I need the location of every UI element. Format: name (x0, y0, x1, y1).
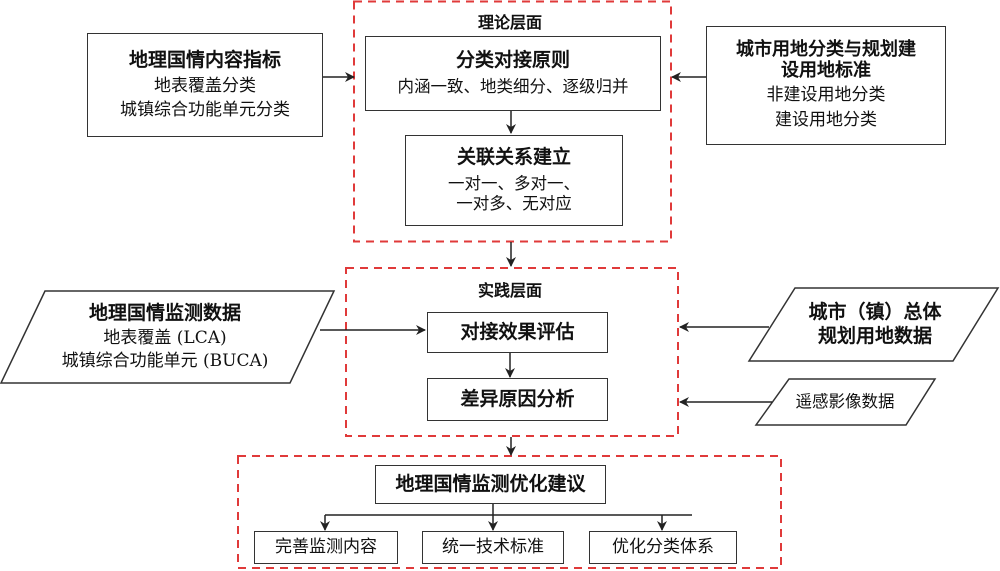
suggestion-item-box: 优化分类体系 (589, 531, 737, 564)
left-source-item: 城镇综合功能单元分类 (120, 99, 290, 120)
principle-detail: 内涵一致、地类细分、逐级归并 (397, 77, 629, 97)
analysis-box: 差异原因分析 (427, 378, 608, 421)
classification-principle-box: 分类对接原则 内涵一致、地类细分、逐级归并 (365, 36, 661, 111)
remote-sensing-shape (754, 378, 937, 426)
suggestion-layer-frame (237, 455, 782, 569)
relation-detail-line2: 一对多、无对应 (456, 194, 572, 214)
relation-title: 关联关系建立 (456, 146, 571, 168)
suggestion-title: 地理国情监测优化建议 (395, 472, 586, 495)
right-source-box: 城市用地分类与规划建 设用地标准 非建设用地分类 建设用地分类 (706, 26, 946, 145)
suggestion-item-box: 统一技术标准 (422, 531, 564, 564)
practice-layer-label: 实践层面 (477, 281, 542, 300)
monitoring-data-item: 地表覆盖 (LCA) (103, 327, 227, 348)
left-source-title: 地理国情内容指标 (128, 48, 281, 71)
relation-detail-line1: 一对一、多对一、 (448, 173, 580, 193)
monitoring-data-title: 地理国情监测数据 (88, 301, 241, 324)
right-source-item: 非建设用地分类 (766, 85, 886, 106)
theory-layer-frame (353, 0, 672, 243)
relation-establishment-box: 关联关系建立 一对一、多对一、 一对多、无对应 (405, 135, 623, 226)
evaluation-label: 对接效果评估 (460, 320, 575, 343)
suggestion-item-label: 优化分类体系 (612, 536, 714, 557)
right-source-item: 建设用地分类 (775, 109, 877, 130)
suggestion-title-box: 地理国情监测优化建议 (375, 465, 606, 504)
suggestion-item-label: 完善监测内容 (275, 536, 377, 557)
theory-layer-label: 理论层面 (477, 13, 542, 32)
analysis-label: 差异原因分析 (460, 387, 575, 410)
monitoring-data-item: 城镇综合功能单元 (BUCA) (61, 350, 269, 371)
monitoring-data: 地理国情监测数据 地表覆盖 (LCA) 城镇综合功能单元 (BUCA) (20, 293, 310, 381)
suggestion-item-label: 统一技术标准 (442, 536, 544, 557)
practice-layer-frame (345, 267, 679, 437)
left-source-item: 地表覆盖分类 (154, 75, 256, 96)
planning-data-shape (747, 287, 1000, 362)
planning-data-line1: 城市（镇）总体 (808, 301, 942, 324)
monitoring-data-shape (0, 290, 336, 384)
right-source-title-line2: 设用地标准 (781, 59, 871, 81)
planning-data-line2: 规划用地数据 (817, 325, 932, 347)
remote-sensing-label: 遥感影像数据 (795, 391, 895, 411)
suggestion-item-box: 完善监测内容 (254, 531, 398, 564)
planning-data: 城市（镇）总体 规划用地数据 (775, 290, 975, 360)
right-source-title-line1: 城市用地分类与规划建 (736, 39, 916, 61)
principle-title: 分类对接原则 (455, 49, 570, 72)
evaluation-box: 对接效果评估 (427, 312, 608, 353)
left-source-box: 地理国情内容指标 地表覆盖分类 城镇综合功能单元分类 (87, 33, 323, 137)
remote-sensing-data: 遥感影像数据 (770, 380, 920, 424)
